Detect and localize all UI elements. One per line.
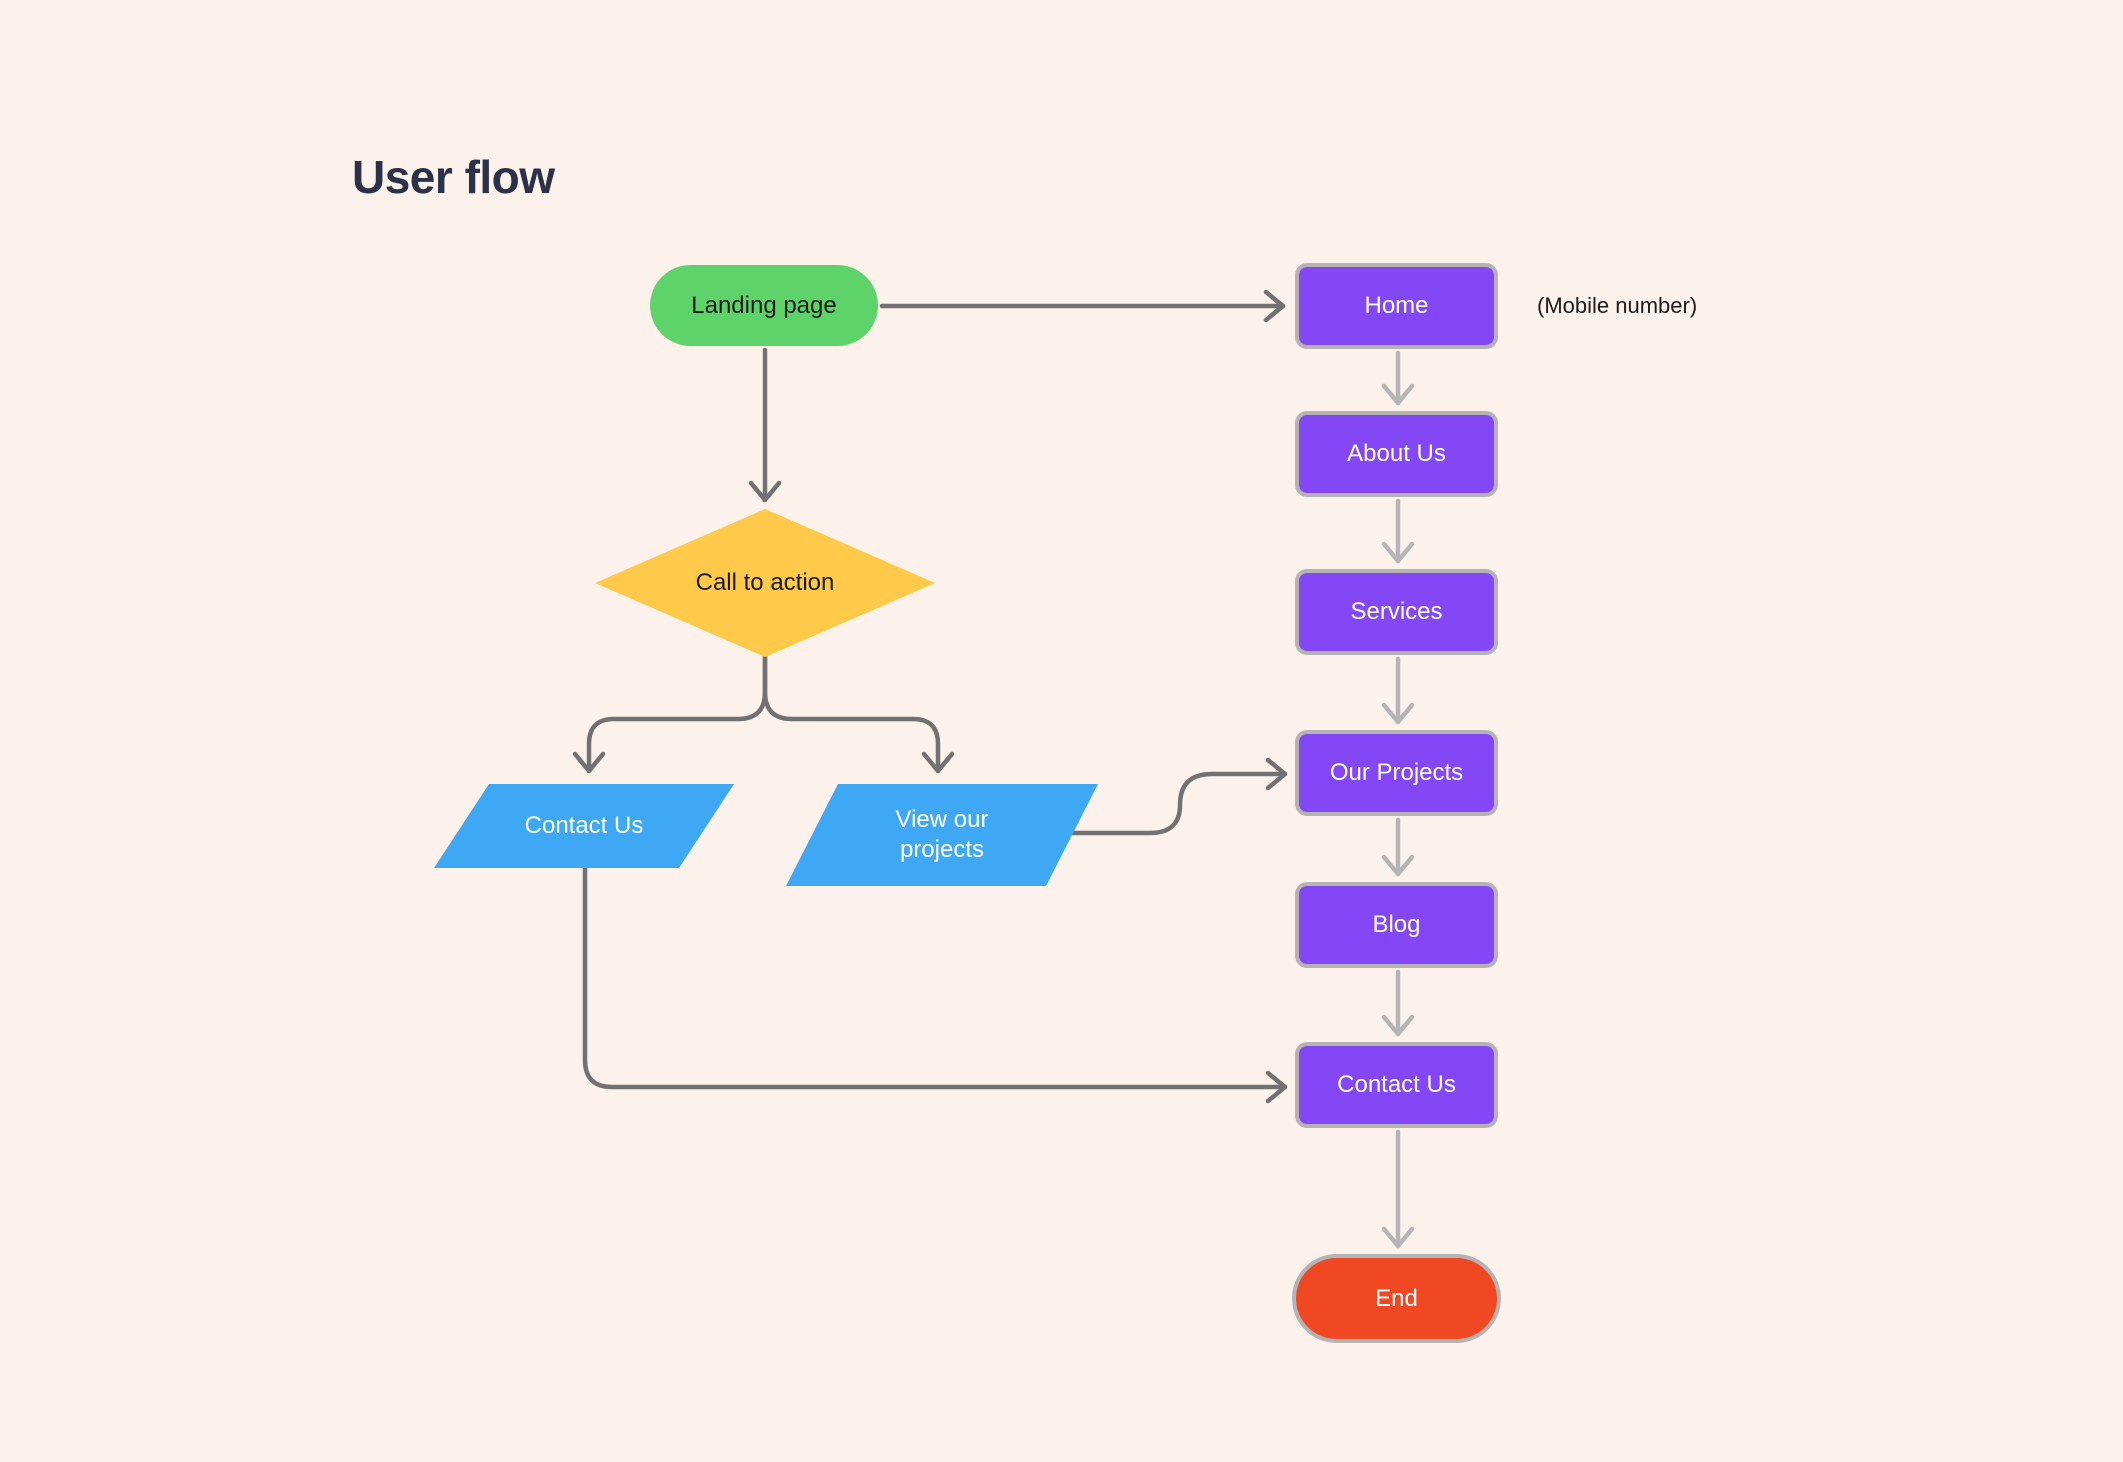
node-blog-label: Blog [1372, 911, 1421, 938]
node-view-our-projects-label: View our projects [895, 806, 989, 863]
page-title: User flow [352, 151, 555, 203]
node-landing-page: Landing page [650, 265, 878, 346]
node-view-our-projects: View our projects [786, 784, 1098, 886]
node-landing-page-label: Landing page [691, 291, 837, 319]
node-contact-us-label: Contact Us [1337, 1071, 1456, 1098]
node-contact-us: Contact Us [1295, 1042, 1498, 1128]
connector-view-projects-to-our-projects [1070, 757, 1288, 836]
connector-call-to-action-to-view-projects [762, 654, 955, 774]
node-home: Home [1295, 263, 1498, 349]
connector-call-to-action-to-contact-us [572, 654, 768, 774]
node-services-label: Services [1350, 598, 1443, 625]
node-end-label: End [1375, 1284, 1418, 1312]
node-our-projects: Our Projects [1295, 730, 1498, 816]
connector-contact-action-to-contact-box [582, 865, 1288, 1104]
node-contact-us-action: Contact Us [434, 784, 734, 868]
node-our-projects-label: Our Projects [1329, 759, 1464, 786]
node-end: End [1292, 1254, 1501, 1343]
annotation-mobile-number: (Mobile number) [1537, 293, 1698, 318]
node-home-label: Home [1364, 292, 1429, 319]
node-blog: Blog [1295, 882, 1498, 968]
node-about-us: About Us [1295, 411, 1498, 497]
node-call-to-action-label: Call to action [695, 569, 835, 596]
node-contact-us-action-label: Contact Us [524, 812, 644, 839]
node-services: Services [1295, 569, 1498, 655]
node-about-us-label: About Us [1347, 440, 1446, 467]
